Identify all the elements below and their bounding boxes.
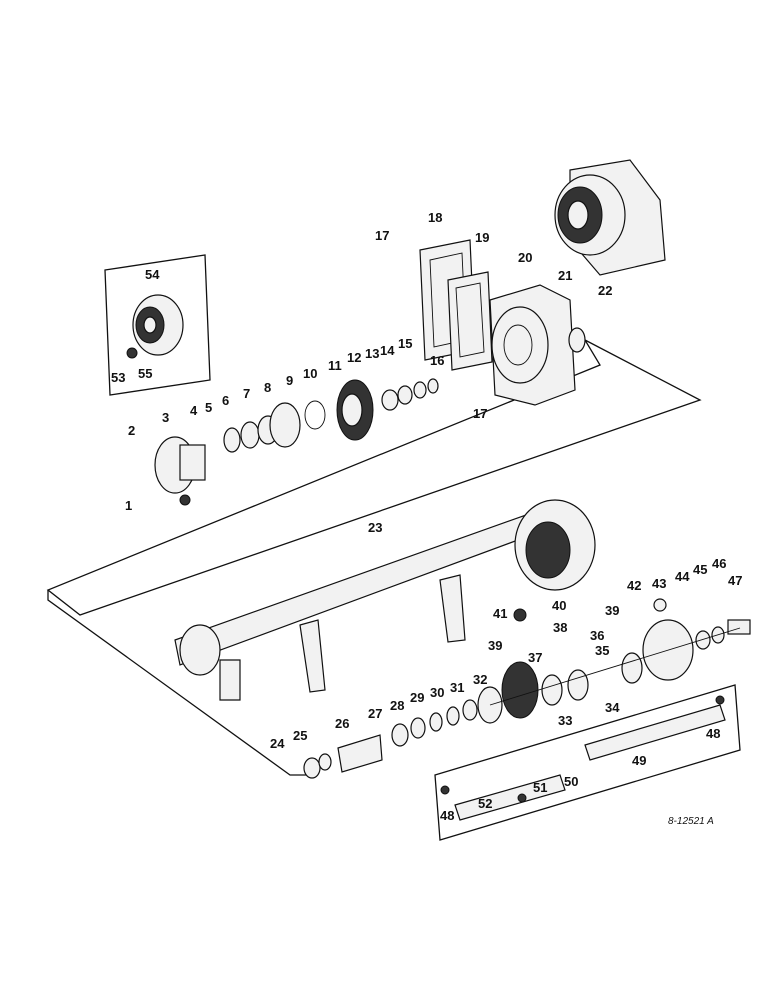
inset-box-hub: [104, 254, 211, 396]
callout-17-top: 17: [375, 228, 389, 243]
callout-37: 37: [528, 650, 542, 665]
callout-40: 40: [552, 598, 566, 613]
callout-22: 22: [598, 283, 612, 298]
callout-43: 43: [652, 576, 666, 591]
callout-1: 1: [125, 498, 132, 513]
upper-housing-assembly: [554, 159, 666, 276]
callout-50: 50: [564, 774, 578, 789]
callout-12: 12: [347, 350, 361, 365]
callout-23: 23: [368, 520, 382, 535]
callout-53: 53: [111, 370, 125, 385]
callout-17-bottom: 17: [473, 406, 487, 421]
callout-7: 7: [243, 386, 250, 401]
callout-48-left: 48: [440, 808, 454, 823]
callout-4: 4: [190, 403, 198, 418]
callout-31: 31: [450, 680, 464, 695]
oil-seal: [568, 327, 586, 353]
callout-26: 26: [335, 716, 349, 731]
callout-54: 54: [145, 267, 160, 282]
callout-11: 11: [328, 358, 342, 373]
callout-45: 45: [693, 562, 707, 577]
callout-48-right: 48: [706, 726, 720, 741]
callout-38: 38: [553, 620, 567, 635]
callout-52: 52: [478, 796, 492, 811]
callout-55: 55: [138, 366, 152, 381]
callout-51: 51: [533, 780, 547, 795]
callout-18: 18: [428, 210, 442, 225]
callout-41: 41: [493, 606, 507, 621]
callout-44: 44: [675, 569, 690, 584]
callout-46: 46: [712, 556, 726, 571]
callout-24: 24: [270, 736, 285, 751]
assembly-outline-loop: [46, 338, 702, 616]
callout-10: 10: [303, 366, 317, 381]
callout-42: 42: [627, 578, 641, 593]
callout-27: 27: [368, 706, 382, 721]
inset-shaft-parts: [440, 695, 726, 821]
hub-inset-assembly: [126, 294, 184, 359]
lower-shaft-assembly: [303, 598, 751, 779]
callout-49: 49: [632, 753, 646, 768]
callout-2: 2: [128, 423, 135, 438]
callout-39-left: 39: [488, 638, 502, 653]
callout-32: 32: [473, 672, 487, 687]
reference-code: 8-12521 A: [668, 816, 714, 827]
callout-25: 25: [293, 728, 307, 743]
callout-5: 5: [205, 400, 212, 415]
callout-3: 3: [162, 410, 169, 425]
inset-box-shaft: [434, 684, 741, 841]
callout-6: 6: [222, 393, 229, 408]
callout-15: 15: [398, 336, 412, 351]
callout-36: 36: [590, 628, 604, 643]
callout-21: 21: [558, 268, 572, 283]
callout-13: 13: [365, 346, 379, 361]
axle-housing-frame: [174, 499, 596, 701]
callout-33: 33: [558, 713, 572, 728]
callout-8: 8: [264, 380, 271, 395]
callout-34: 34: [605, 700, 620, 715]
callout-9: 9: [286, 373, 293, 388]
callout-16: 16: [430, 353, 444, 368]
callout-35: 35: [595, 643, 609, 658]
assembly-outline-lower: [47, 590, 310, 776]
callout-47: 47: [728, 573, 742, 588]
upper-drive-parts: [154, 378, 439, 506]
callout-14: 14: [380, 343, 395, 358]
callout-28: 28: [390, 698, 404, 713]
callout-30: 30: [430, 685, 444, 700]
callout-39-right: 39: [605, 603, 619, 618]
callout-20: 20: [518, 250, 532, 265]
callout-29: 29: [410, 690, 424, 705]
callout-19: 19: [475, 230, 489, 245]
